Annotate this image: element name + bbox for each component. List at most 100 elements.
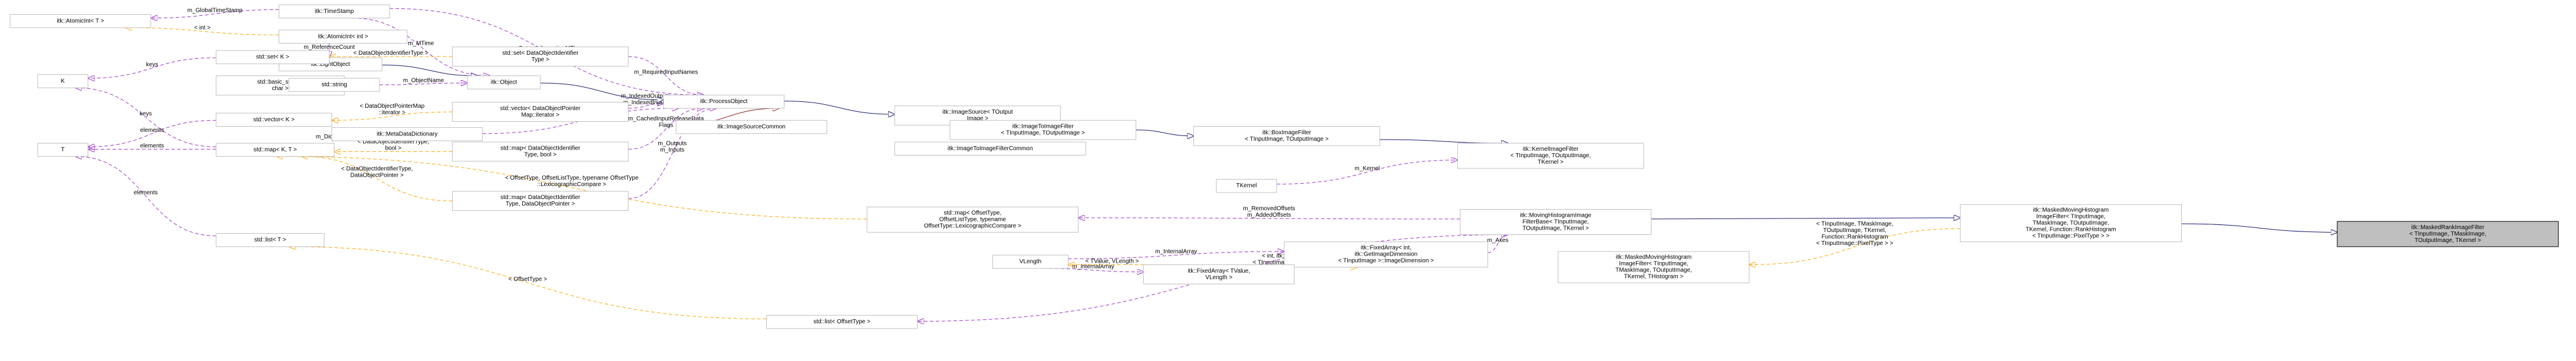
edge-label: m_ReferenceCount [304,44,355,51]
edge-list_T-to-T: elements [75,157,216,236]
class-node-atomicint-T[interactable]: itk::AtomicInt< T > [9,14,151,28]
edge-label: Flags [659,122,673,129]
edge-vlength-to-fixedarray_tvalue: m_InternalArray [1043,264,1144,272]
class-label-line: Image > [967,115,989,122]
edge-fixedarray_int-to-movinghistogram: m_Axes [1487,234,1509,253]
class-node-map-doid-doptr[interactable]: std::map< DataObjectIdentifierType, Data… [452,191,629,211]
edge-list_offset-to-list_T: < OffsetType > [289,247,767,319]
class-node-processobject[interactable]: itk::ProcessObject [663,94,784,109]
class-box [992,254,1068,269]
class-box [216,50,330,64]
edge-label: < DataObjectIdentifierType, [341,165,413,172]
class-label-line: < TInputImage, TOutputImage > [1245,136,1328,143]
class-label-line: Type > [532,57,549,63]
class-node-K[interactable]: K [37,74,88,88]
class-label-line: itk::ImageToImageFilterCommon [948,145,1033,152]
class-box [1216,178,1277,193]
class-node-map-doid-bool[interactable]: std::map< DataObjectIdentifierType, bool… [452,141,629,162]
class-node-fixedarray-int[interactable]: itk::FixedArray< int,itk::GetImageDimens… [1284,241,1489,268]
class-node-imagesourcecommon[interactable]: itk::ImageSourceCommon [675,120,827,134]
class-label-line: < TInputImage >::ImageDimension > [1338,258,1434,264]
edge-label: elements [140,143,164,149]
class-node-kernelimagefilter[interactable]: itk::KernelImageFilter< TInputImage, TOu… [1457,143,1644,169]
edge-line [1487,234,1508,253]
class-box [1460,209,1652,235]
class-label-line: std::map< DataObjectIdentifier [500,194,580,201]
class-node-set-doid[interactable]: std::set< DataObjectIdentifierType > [452,47,629,67]
class-node-atomicint-int[interactable]: itk::AtomicInt< int > [278,29,408,44]
class-label-line: FilterBase< TInputImage, [1522,218,1588,225]
edge-line [75,157,216,236]
edge-label: m_CachedInputReleaseData [628,116,704,122]
class-label-line: std::list< T > [254,237,286,243]
edge-vector_doptr-to-vector_K: < DataObjectPointerMap::iterator > [332,103,453,120]
edge-object-to-processobject [540,82,664,100]
edge-label: m_IndexedOutputs [621,93,671,100]
class-box [675,120,827,134]
class-box [452,47,629,67]
class-box [1193,126,1380,146]
class-label-line: < TInputImage, TOutputImage > [1001,130,1085,137]
edge-map_doid_doptr-to-map_KT: < DataObjectIdentifierType,DataObjectPoi… [302,157,453,201]
class-node-map-KT[interactable]: std::map< K, T > [216,143,335,157]
class-label-line: < TInputImage, TMaskImage, [2409,231,2486,237]
edge-fixedarray_tvalue-to-vlength: < TValue, VLength > [1068,259,1156,265]
class-node-tkernel[interactable]: TKernel [1216,178,1277,193]
class-label-line: Type, bool > [524,151,556,158]
edge-label: < OffsetType > [509,276,547,283]
class-box [288,78,380,92]
nodes-layer: itk::AtomicInt< T > itk::TimeStampitk::At… [9,4,2559,329]
class-box [766,314,918,329]
edge-label: keys [146,61,159,68]
class-label-line: std::basic_string< [257,79,303,85]
edge-map_offset-to-map_KT: < OffsetType, OffsetListType, typename O… [276,157,868,220]
class-label-line: std::map< OffsetType, [944,210,1001,216]
class-node-T[interactable]: T [37,143,88,157]
class-node-maskedrank[interactable]: itk::MaskedRankImageFilter< TInputImage,… [2337,221,2559,247]
class-node-vector-K[interactable]: std::vector< K > [216,112,332,127]
edge-label: m_AddedOffsets [1247,212,1291,218]
class-node-imagetoimagefilter[interactable]: itk::ImageToImageFilter< TInputImage, TO… [949,120,1137,140]
class-node-list-T[interactable]: std::list< T > [216,233,325,247]
class-node-vector-doptr[interactable]: std::vector< DataObjectPointerMap::itera… [452,102,629,122]
class-label-line: itk::FixedArray< TValue, [1188,268,1250,274]
class-box [866,206,1078,233]
edge-line [2181,223,2337,232]
class-box [9,14,151,28]
class-label-line: itk::TimeStamp [315,8,354,15]
edge-line [628,108,704,150]
edge-line [332,111,453,120]
class-box [452,191,629,211]
class-label-line: std::map< DataObjectIdentifier [500,145,580,151]
edge-line [1749,228,1961,264]
edge-map_KT-to-K: keys [75,88,216,147]
class-node-timestamp[interactable]: itk::TimeStamp [278,4,390,19]
class-node-vlength[interactable]: VLength [992,254,1068,269]
edge-line [75,88,216,147]
edge-timestamp-to-object: m_MTime [352,18,490,76]
edge-string-to-object: m_ObjectName [379,78,467,85]
edge-label: ::LexicographicCompare > [537,181,606,188]
class-box [216,112,332,127]
class-node-imagetoimagefiltercommon[interactable]: itk::ImageToImageFilterCommon [894,141,1086,156]
class-node-string[interactable]: std::string [288,78,380,92]
edge-label: < DataObjectIdentifierType > [353,50,428,57]
class-node-map-offset[interactable]: std::map< OffsetType,OffsetListType, typ… [866,206,1078,233]
edge-label: elements [134,190,158,196]
class-label-line: T [61,147,65,153]
class-node-fixedarray-tvalue[interactable]: itk::FixedArray< TValue,VLength > [1143,264,1295,284]
class-node-list-offset[interactable]: std::list< OffsetType > [766,314,918,329]
edge-vlength-to-fixedarray_int: m_InternalArray [1068,249,1284,259]
class-node-metadatadictionary[interactable]: itk::MetaDataDictionary [331,127,483,141]
edge-vector_K-to-T: elements [88,120,216,147]
class-node-set-K[interactable]: std::set< K > [216,50,330,64]
edge-map_KT-to-T: elements [88,143,216,149]
class-node-boximagefilter[interactable]: itk::BoxImageFilter< TInputImage, TOutpu… [1193,126,1380,146]
class-label-line: TKernel > [1538,159,1564,165]
class-node-object[interactable]: itk::Object [467,75,541,90]
